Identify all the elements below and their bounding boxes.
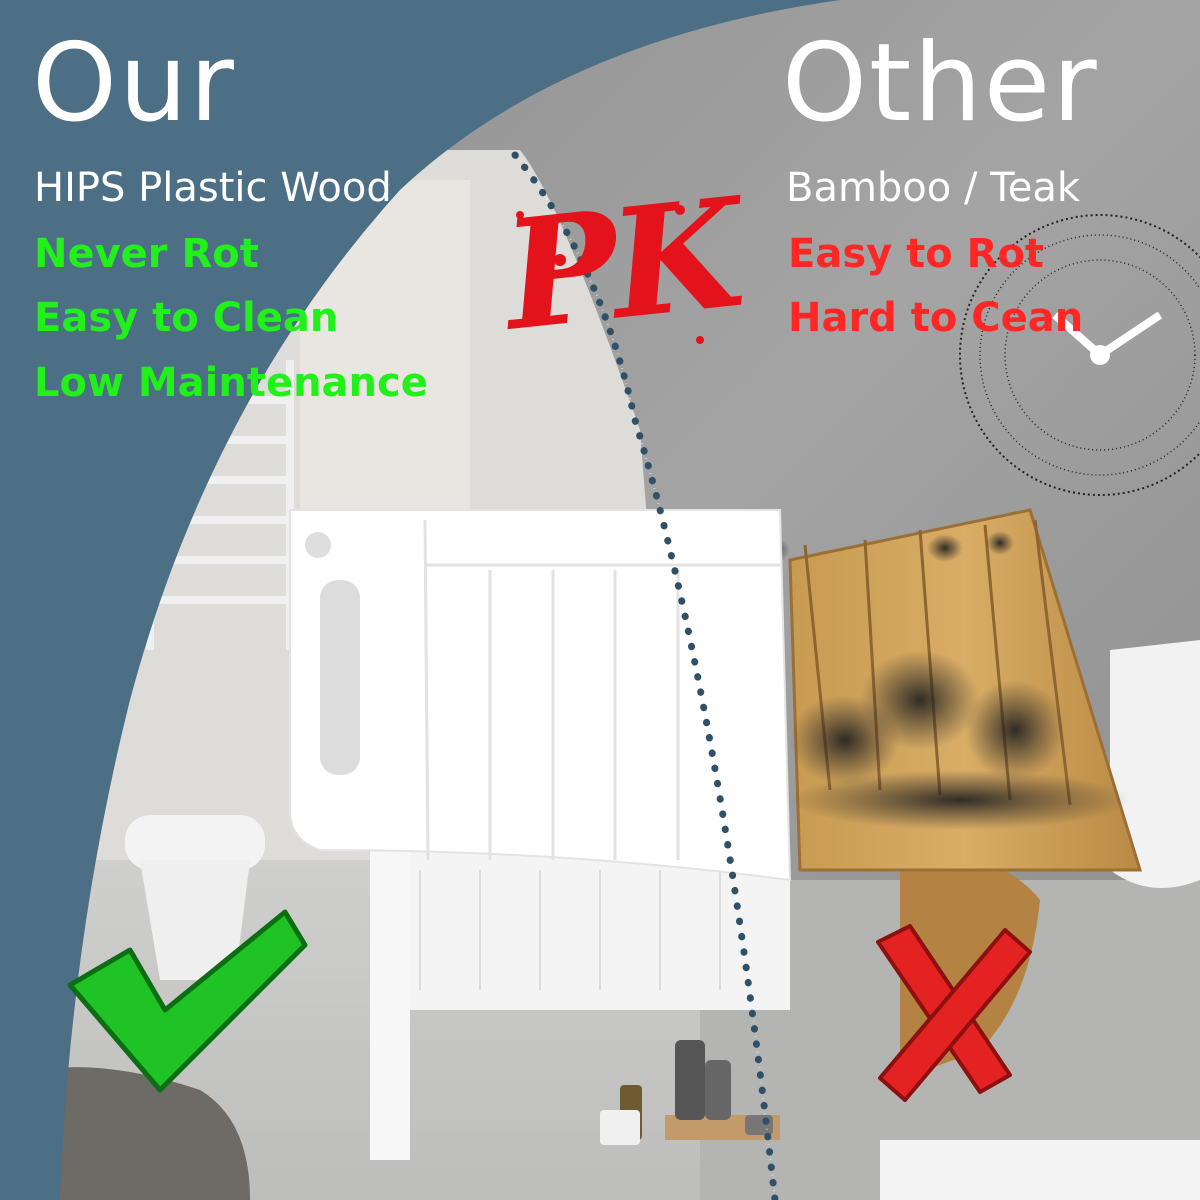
pk-splash [516,205,704,344]
our-title: Our [32,21,236,146]
red-x-icon [876,924,1032,1102]
divider-line [511,151,779,1200]
wall-clock [959,214,1200,496]
white-plastic-bench [289,509,792,1160]
other-feature-2: Hard to Cean [788,295,1084,341]
toilet [125,815,265,980]
other-material: Bamboo / Teak [786,165,1081,211]
our-panel [0,0,840,1200]
other-feature-1: Easy to Rot [788,231,1045,277]
other-title: Other [782,21,1099,146]
pk-label: PK [496,165,745,365]
our-feature-3: Low Maintenance [34,360,428,406]
our-material: HIPS Plastic Wood [34,165,392,211]
our-feature-2: Easy to Clean [34,295,339,341]
our-feature-1: Never Rot [34,231,259,277]
green-check-icon [67,909,308,1093]
